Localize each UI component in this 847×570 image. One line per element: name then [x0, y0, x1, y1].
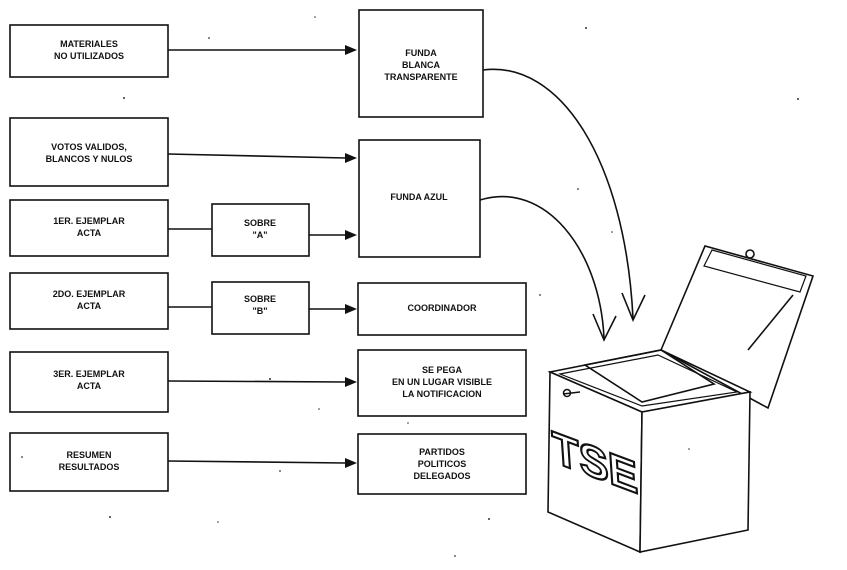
arrow-resumen-to-partidos: [167, 458, 357, 468]
notificacion-line-1: SE PEGA: [422, 365, 463, 375]
tse-ballot-box: [547, 245, 815, 554]
partidos-line-1: PARTIDOS: [419, 447, 465, 457]
funda-azul-box: FUNDA AZUL: [358, 139, 481, 258]
sobre-b-box: SOBRE "B": [211, 281, 310, 335]
arrow-ejemplar-3-to-notificacion: [167, 377, 357, 387]
input-ejemplar-2-line-2: ACTA: [77, 301, 102, 311]
input-ejemplar-3-line-2: ACTA: [77, 381, 102, 391]
input-votos-line-2: BLANCOS Y NULOS: [46, 154, 133, 164]
scan-specks: [21, 16, 799, 557]
input-materiales: MATERIALES NO UTILIZADOS: [9, 24, 169, 78]
funda-blanca-line-2: BLANCA: [402, 60, 440, 70]
funda-blanca-box: FUNDA BLANCA TRANSPARENTE: [358, 9, 484, 118]
coordinador-line-1: COORDINADOR: [408, 303, 477, 313]
input-ejemplar-2: 2DO. EJEMPLAR ACTA: [9, 272, 169, 330]
arrow-votos-to-funda-azul: [167, 153, 357, 163]
coordinador-box: COORDINADOR: [357, 282, 527, 336]
sobre-b-line-1: SOBRE: [244, 294, 276, 304]
funda-azul-line-1: FUNDA AZUL: [390, 192, 448, 202]
input-resumen-line-2: RESULTADOS: [59, 462, 120, 472]
arrow-materiales-to-funda-blanca: [168, 45, 357, 55]
input-ejemplar-3-line-1: 3ER. EJEMPLAR: [53, 369, 125, 379]
input-ejemplar-1: 1ER. EJEMPLAR ACTA: [9, 199, 169, 257]
input-resumen: RESUMEN RESULTADOS: [9, 432, 169, 492]
notificacion-line-3: LA NOTIFICACION: [402, 389, 481, 399]
input-ejemplar-1-line-1: 1ER. EJEMPLAR: [53, 216, 125, 226]
input-ejemplar-1-line-2: ACTA: [77, 228, 102, 238]
input-materiales-line-2: NO UTILIZADOS: [54, 51, 124, 61]
input-ejemplar-3: 3ER. EJEMPLAR ACTA: [9, 351, 169, 413]
input-materiales-line-1: MATERIALES: [60, 39, 118, 49]
partidos-box: PARTIDOS POLITICOS DELEGADOS: [357, 433, 527, 495]
funda-blanca-line-3: TRANSPARENTE: [384, 72, 457, 82]
input-ejemplar-2-line-1: 2DO. EJEMPLAR: [53, 289, 126, 299]
sobre-b-line-2: "B": [252, 306, 267, 316]
input-votos-line-1: VOTOS VALIDOS,: [51, 142, 127, 152]
arrow-sobre-b-to-coordinador: [309, 304, 357, 314]
notificacion-line-2: EN UN LUGAR VISIBLE: [392, 377, 492, 387]
arrow-funda-blanca-to-box: [482, 68, 646, 322]
arrow-funda-azul-to-box: [479, 195, 617, 342]
input-votos: VOTOS VALIDOS, BLANCOS Y NULOS: [9, 117, 169, 187]
input-resumen-line-1: RESUMEN: [66, 450, 111, 460]
funda-blanca-line-1: FUNDA: [405, 48, 437, 58]
arrow-sobre-a-to-funda-azul: [309, 230, 357, 240]
sobre-a-box: SOBRE "A": [211, 203, 310, 257]
partidos-line-3: DELEGADOS: [413, 471, 470, 481]
sobre-a-line-2: "A": [252, 230, 267, 240]
notificacion-box: SE PEGA EN UN LUGAR VISIBLE LA NOTIFICAC…: [357, 349, 527, 417]
partidos-line-2: POLITICOS: [418, 459, 467, 469]
sobre-a-line-1: SOBRE: [244, 218, 276, 228]
